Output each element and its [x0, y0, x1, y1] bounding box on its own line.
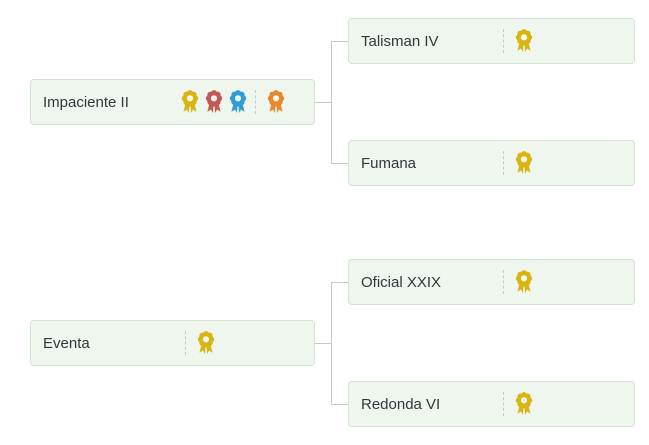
dashed-divider [255, 90, 256, 114]
connector-top-vertical [331, 41, 332, 163]
rosette-red-icon [205, 90, 223, 113]
rosette-yellow-icon [515, 392, 533, 415]
horse-name: Redonda VI [361, 395, 441, 413]
pedigree-node-impaciente-ii[interactable]: Impaciente II [30, 79, 315, 125]
award-rosettes [179, 90, 249, 114]
result-rosette [513, 29, 535, 53]
result-rosette [513, 270, 535, 294]
connector-bottom-vertical [331, 282, 332, 404]
horse-name: Oficial XXIX [361, 273, 442, 291]
connector-eventa-stub [315, 343, 331, 344]
horse-name: Fumana [361, 154, 417, 172]
pedigree-node-talisman-iv[interactable]: Talisman IV [348, 18, 635, 64]
result-rosette [513, 392, 535, 416]
rosette-yellow-icon [515, 29, 533, 52]
dashed-divider [503, 270, 504, 294]
pedigree-node-eventa[interactable]: Eventa [30, 320, 315, 366]
dashed-divider [503, 392, 504, 416]
result-rosette [265, 90, 287, 114]
pedigree-node-fumana[interactable]: Fumana [348, 140, 635, 186]
dashed-divider [503, 151, 504, 175]
horse-name: Eventa [43, 334, 90, 352]
connector-impaciente-stub [315, 102, 331, 103]
rosette-orange-icon [267, 90, 285, 113]
result-rosette [195, 331, 217, 355]
connector-oficial-stub [331, 282, 348, 283]
connector-talisman-stub [331, 41, 348, 42]
horse-name: Talisman IV [361, 32, 439, 50]
dashed-divider [185, 331, 186, 355]
connector-fumana-stub [331, 163, 348, 164]
connector-redonda-stub [331, 404, 348, 405]
dashed-divider [503, 29, 504, 53]
result-rosette [513, 151, 535, 175]
rosette-blue-icon [229, 90, 247, 113]
rosette-yellow-icon [181, 90, 199, 113]
rosette-yellow-icon [515, 151, 533, 174]
pedigree-node-oficial-xxix[interactable]: Oficial XXIX [348, 259, 635, 305]
pedigree-node-redonda-vi[interactable]: Redonda VI [348, 381, 635, 427]
horse-name: Impaciente II [43, 93, 129, 111]
rosette-yellow-icon [515, 270, 533, 293]
rosette-yellow-icon [197, 331, 215, 354]
